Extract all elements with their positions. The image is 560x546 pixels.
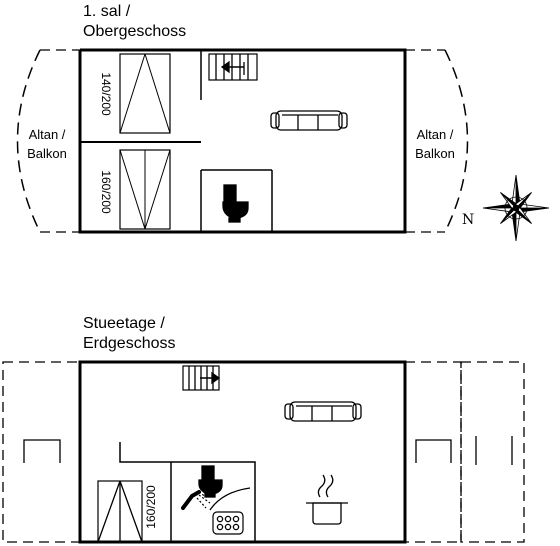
compass-north-letter: N [462, 212, 474, 228]
ground-floor-plan [2, 360, 525, 544]
upper-floor-title-line2: Obergeschoss [83, 23, 187, 40]
pot-icon [306, 474, 348, 525]
left-balcony-outline [16, 49, 41, 233]
right-balcony-outline [444, 49, 469, 233]
stairs-icon [208, 53, 258, 81]
upper-bed-bottom-size-label: 160/200 [99, 170, 113, 214]
ground-bed-size-label: 160/200 [144, 485, 158, 529]
ground-sofa-icon [284, 401, 362, 422]
right-terrace-outline [404, 361, 462, 543]
right-annex-outline [460, 361, 525, 543]
upper-right-balcony-label-line2: Balkon [415, 146, 455, 161]
upper-floor-plan [16, 48, 469, 234]
toilet-icon [222, 184, 249, 223]
left-terrace-outline [2, 361, 81, 543]
upper-left-balcony-label-line2: Balkon [27, 146, 67, 161]
stove-icon [212, 511, 244, 535]
ground-floor-title-line2: Erdgeschoss [83, 335, 176, 352]
compass-icon [482, 174, 550, 242]
bed-140-icon [119, 53, 171, 134]
ground-stairs-icon [182, 365, 221, 391]
upper-right-balcony-label-line1: Altan / [416, 127, 454, 142]
ground-toilet-icon [198, 465, 223, 498]
upper-floor-title-line1: 1. sal / [83, 3, 131, 20]
shower-icon [181, 487, 251, 511]
upper-left-balcony-label-line1: Altan / [28, 127, 66, 142]
sofa-icon [270, 110, 348, 131]
ground-floor-title-line1: Stueetage / [83, 315, 165, 332]
upper-bed-top-size-label: 140/200 [99, 72, 113, 116]
